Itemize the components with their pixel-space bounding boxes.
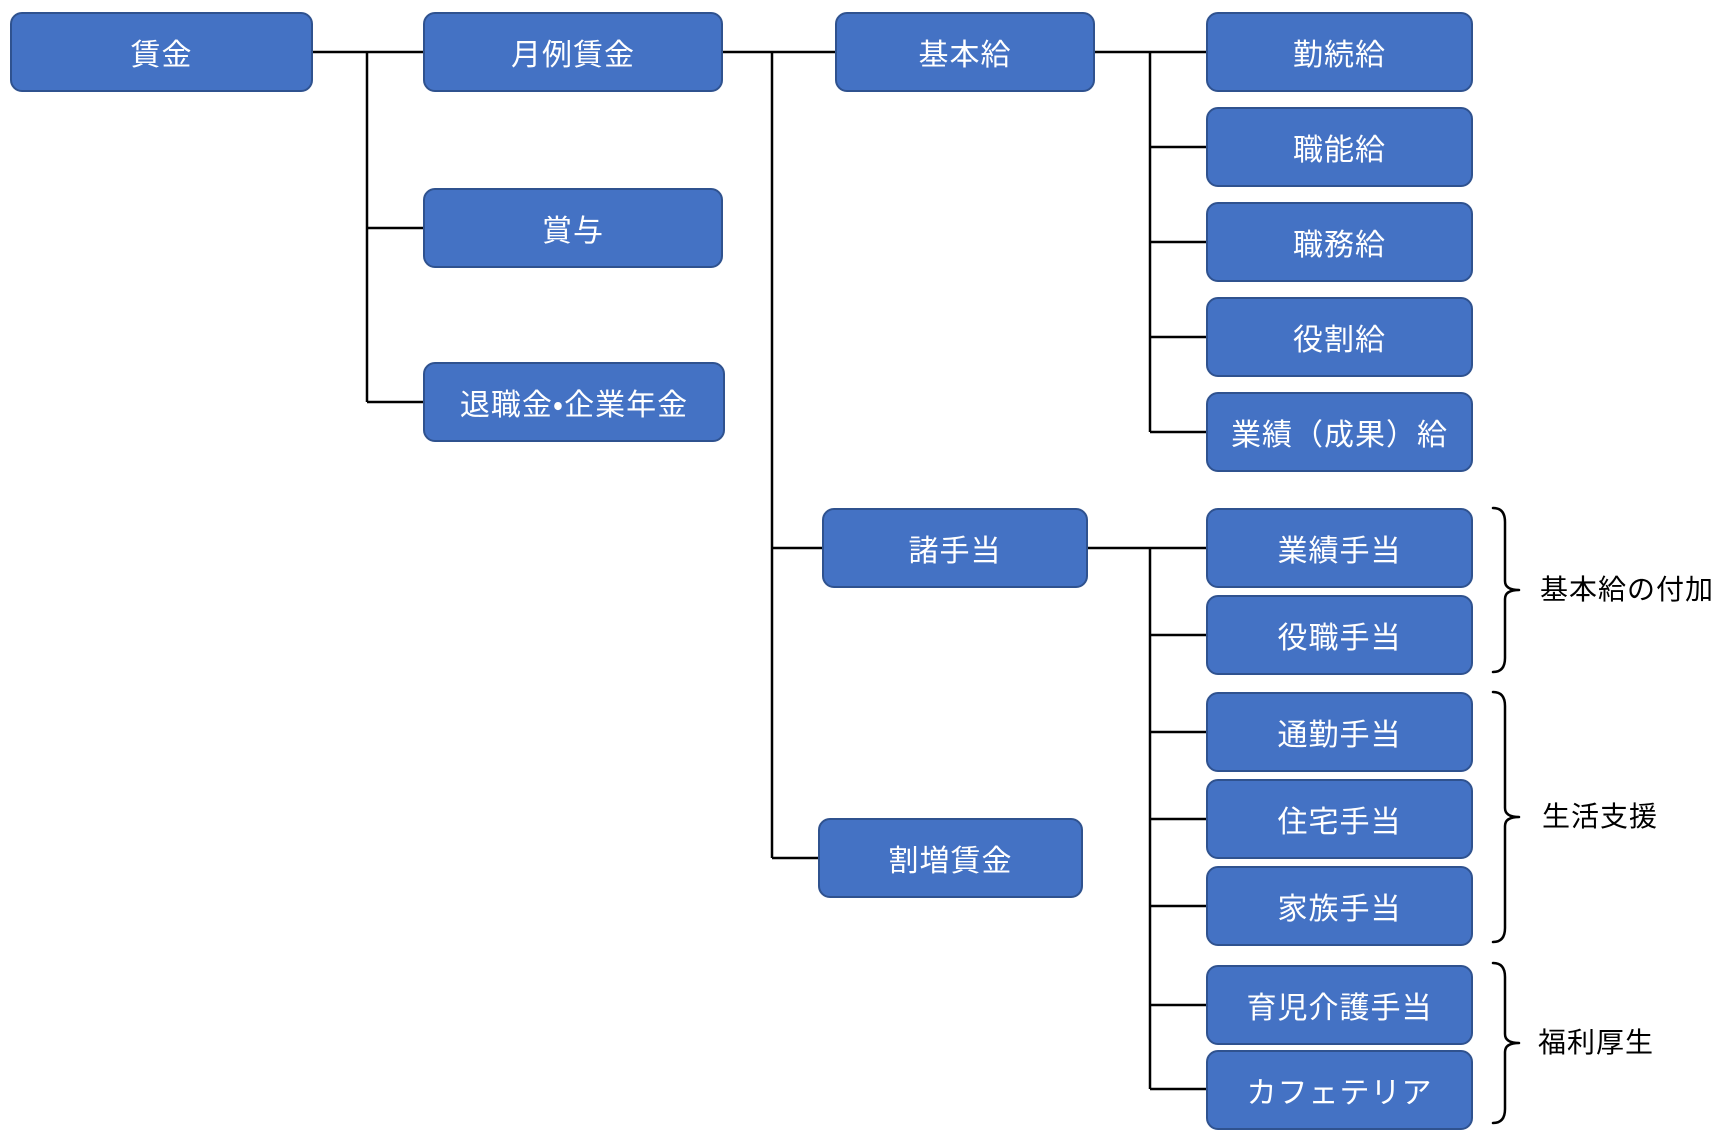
label-welfare: 福利厚生 [1538,1027,1655,1058]
node-label: 賞与 [542,215,604,248]
node-job-based-pay: 職務給 [1206,202,1473,282]
node-label: カフェテリア [1246,1077,1433,1110]
node-role-based-pay: 役割給 [1206,297,1473,377]
node-label: 通勤手当 [1277,719,1402,752]
node-cafeteria-plan: カフェテリア [1206,1050,1473,1130]
node-childcare-nursing-allowance: 育児介護手当 [1206,965,1473,1045]
node-performance-based-pay: 業績（成果）給 [1206,392,1473,472]
node-family-allowance: 家族手当 [1206,866,1473,946]
brace-base-salary-addition [1491,506,1521,674]
node-housing-allowance: 住宅手当 [1206,779,1473,859]
node-label: 勤続給 [1293,39,1386,72]
brace-living-support [1491,690,1521,944]
node-label: 役割給 [1293,324,1386,357]
node-label: 役職手当 [1277,622,1402,655]
node-bonus: 賞与 [423,188,723,268]
node-label: 家族手当 [1277,893,1402,926]
node-label: 職能給 [1293,134,1386,167]
node-commuting-allowance: 通勤手当 [1206,692,1473,772]
node-label: 諸手当 [908,535,1002,568]
node-label: 月例賃金 [511,39,635,72]
node-allowances: 諸手当 [822,508,1088,588]
brace-welfare [1491,961,1521,1125]
node-wage: 賃金 [10,12,313,92]
node-label: 退職金・企業年金 [459,389,689,422]
node-label: 賃金 [130,39,193,72]
node-monthly-wage: 月例賃金 [423,12,723,92]
node-performance-allowance: 業績手当 [1206,508,1473,588]
node-label: 業績手当 [1277,535,1402,568]
node-label: 住宅手当 [1277,806,1402,839]
node-label: 基本給 [918,39,1012,72]
node-label: 職務給 [1293,229,1386,262]
node-seniority-pay: 勤続給 [1206,12,1473,92]
node-retirement-corporate-pension: 退職金・企業年金 [423,362,725,442]
node-label: 割増賃金 [888,845,1013,878]
node-skill-based-pay: 職能給 [1206,107,1473,187]
node-base-salary: 基本給 [835,12,1095,92]
node-label: 業績（成果）給 [1231,419,1448,452]
node-position-allowance: 役職手当 [1206,595,1473,675]
label-living-support: 生活支援 [1542,801,1659,832]
label-base-salary-addition: 基本給の付加 [1540,574,1715,605]
node-label: 育児介護手当 [1246,992,1433,1025]
node-premium-wage: 割増賃金 [818,818,1083,898]
